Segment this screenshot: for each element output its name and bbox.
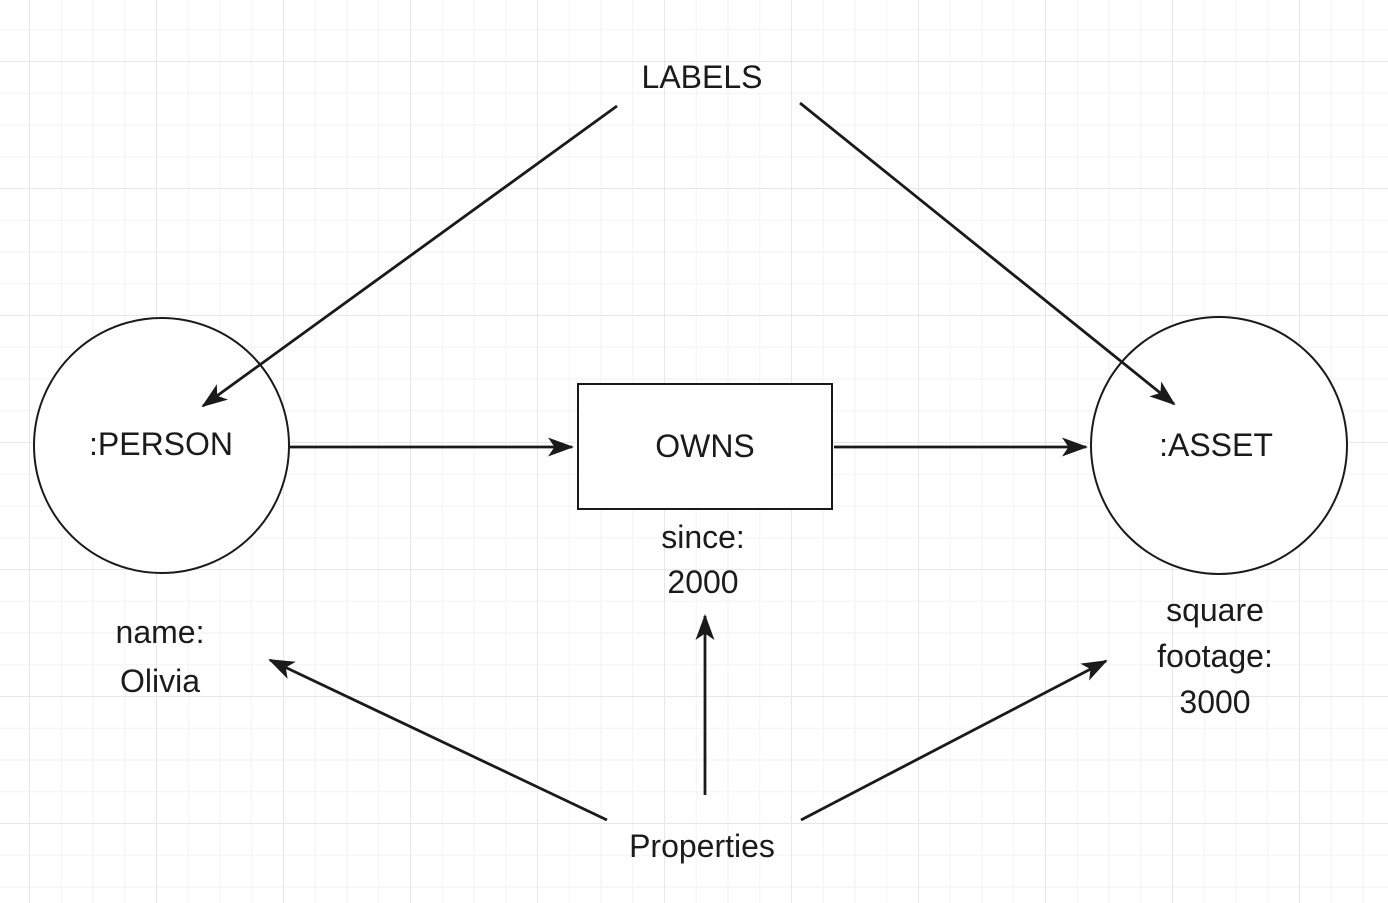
properties-to-name-arrow: [268, 658, 608, 822]
asset-property-line3: 3000: [1179, 684, 1251, 720]
owns-relationship-label: OWNS: [655, 428, 755, 464]
person-property-label: name: Olivia: [116, 608, 205, 706]
relationship-property-label: since: 2000: [661, 515, 745, 605]
person-node-label: :PERSON: [88, 426, 234, 462]
person-property-line2: Olivia: [119, 663, 200, 699]
properties-to-squarefootage-arrow: [800, 659, 1108, 822]
owns-relationship-box: [577, 383, 833, 510]
labels-to-asset-arrow: [799, 101, 1176, 406]
asset-node-label: :ASSET: [1159, 427, 1273, 463]
properties-caption: Properties: [629, 828, 775, 864]
relationship-property-line2: 2000: [667, 564, 739, 600]
asset-property-line2: footage:: [1157, 638, 1273, 674]
relationship-property-line1: since:: [661, 519, 745, 555]
person-property-line1: name:: [115, 614, 205, 650]
labels-caption: LABELS: [641, 59, 763, 95]
asset-property-line1: square: [1166, 592, 1264, 628]
labels-to-person-arrow: [201, 104, 618, 408]
asset-property-label: square footage: 3000: [1157, 587, 1273, 725]
